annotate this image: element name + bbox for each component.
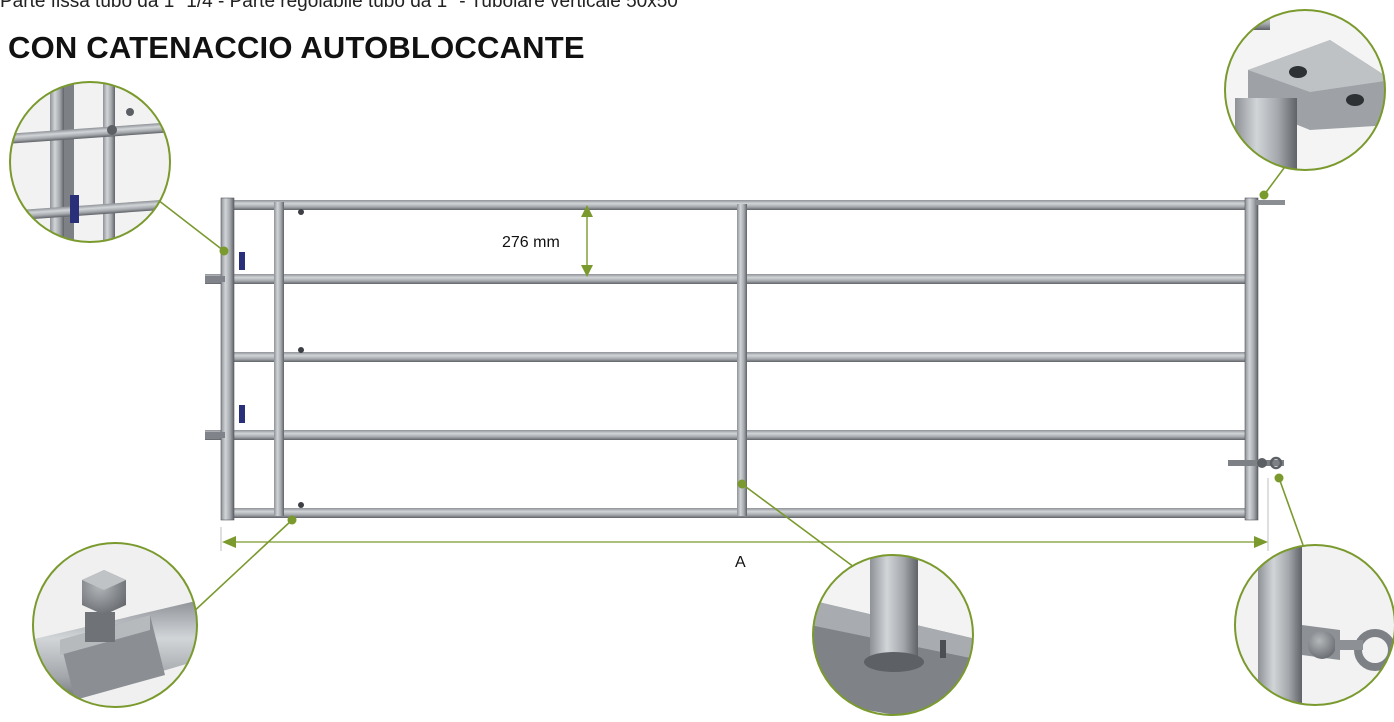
gate-frame bbox=[205, 197, 1285, 521]
rail-spacing-dimension bbox=[581, 205, 593, 277]
latch-top bbox=[239, 252, 245, 270]
width-label: A bbox=[735, 554, 746, 571]
hinge-pin-top bbox=[205, 276, 225, 282]
detail-eyebolt-circle bbox=[1234, 544, 1394, 706]
page-title: CON CATENACCIO AUTOBLOCCANTE bbox=[8, 30, 585, 65]
inner-post bbox=[274, 202, 284, 516]
leader-lines bbox=[157, 159, 1304, 616]
rail-spacing-label: 276 mm bbox=[502, 234, 560, 251]
left-stile bbox=[220, 197, 235, 521]
spec-subtitle: Parte fissa tubo da 1" 1/4 - Parte regol… bbox=[0, 0, 678, 12]
detail-plate-circle bbox=[1224, 9, 1386, 171]
detail-clamp-circle bbox=[32, 542, 198, 708]
latch-bottom bbox=[239, 405, 245, 423]
width-dimension bbox=[220, 478, 1269, 551]
eye-bolt bbox=[1228, 456, 1284, 470]
middle-post bbox=[737, 204, 747, 516]
detail-latch-circle bbox=[9, 81, 171, 243]
rail-2 bbox=[205, 274, 1248, 284]
right-stile bbox=[1244, 197, 1259, 521]
detail-joint-circle bbox=[812, 554, 974, 716]
hinge-pin-bottom bbox=[205, 432, 225, 438]
rail-4 bbox=[205, 430, 1248, 440]
top-plate bbox=[1255, 200, 1285, 205]
